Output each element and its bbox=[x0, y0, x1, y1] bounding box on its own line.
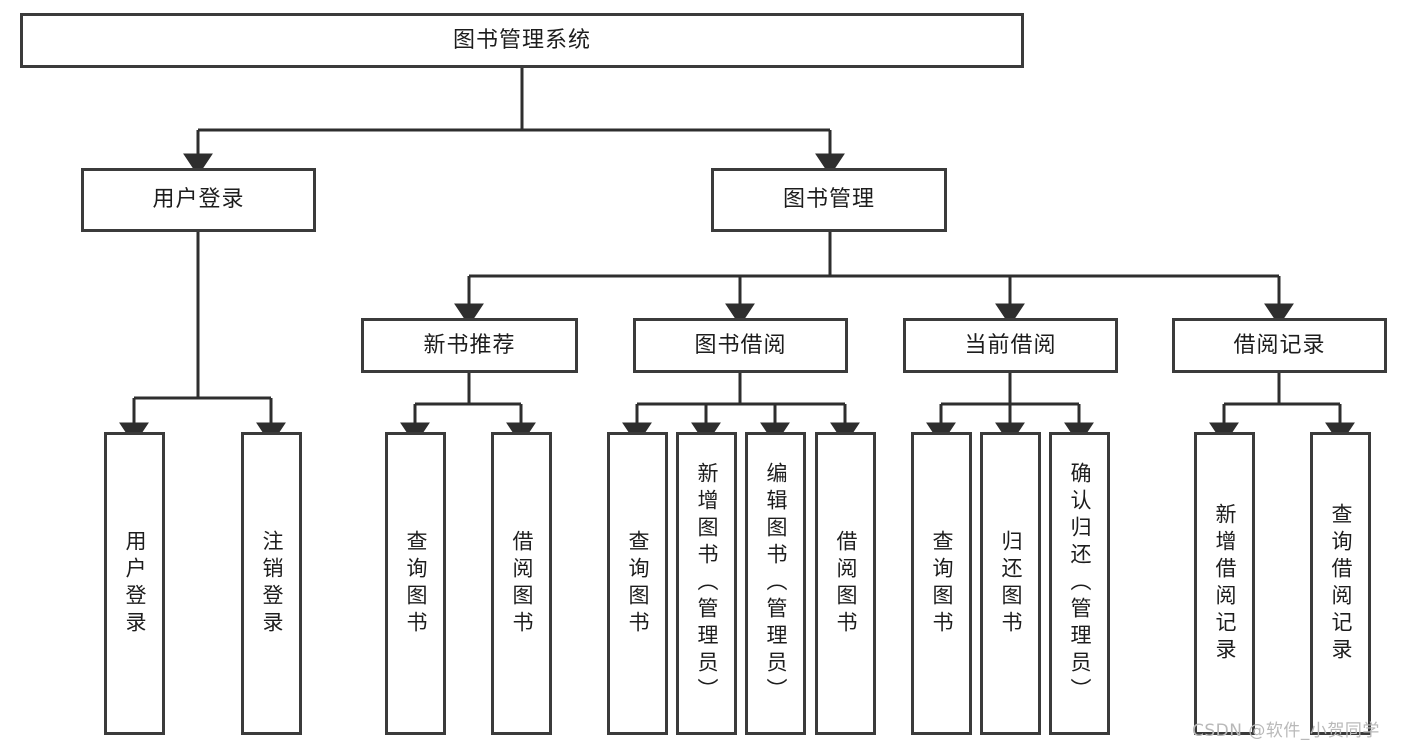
leaf-new-book-borrow[interactable]: 借阅图书 bbox=[491, 432, 552, 735]
node-label: 归还图书 bbox=[999, 529, 1023, 638]
node-label: 图书管理系统 bbox=[452, 27, 591, 53]
leaf-book-borrow-add[interactable]: 新增图书（管理员） bbox=[676, 432, 737, 735]
leaf-book-borrow-borrow[interactable]: 借阅图书 bbox=[815, 432, 876, 735]
node-borrow-record[interactable]: 借阅记录 bbox=[1172, 318, 1387, 373]
node-label: 确认归还（管理员） bbox=[1068, 462, 1092, 705]
leaf-borrow-record-query[interactable]: 查询借阅记录 bbox=[1310, 432, 1371, 735]
node-user-login[interactable]: 用户登录 bbox=[81, 168, 316, 232]
node-label: 查询图书 bbox=[930, 529, 954, 638]
node-label: 当前借阅 bbox=[964, 332, 1057, 358]
node-current-borrow[interactable]: 当前借阅 bbox=[903, 318, 1118, 373]
node-label: 注销登录 bbox=[260, 529, 284, 638]
node-label: 新增图书（管理员） bbox=[695, 462, 719, 705]
leaf-borrow-record-add[interactable]: 新增借阅记录 bbox=[1194, 432, 1255, 735]
node-label: 用户登录 bbox=[152, 187, 245, 213]
node-book-borrow[interactable]: 图书借阅 bbox=[633, 318, 848, 373]
node-label: 查询借阅记录 bbox=[1329, 502, 1353, 665]
leaf-current-borrow-query[interactable]: 查询图书 bbox=[911, 432, 972, 735]
leaf-book-borrow-edit[interactable]: 编辑图书（管理员） bbox=[745, 432, 806, 735]
node-label: 新书推荐 bbox=[423, 332, 516, 358]
leaf-current-borrow-confirm[interactable]: 确认归还（管理员） bbox=[1049, 432, 1110, 735]
leaf-new-book-query[interactable]: 查询图书 bbox=[385, 432, 446, 735]
node-label: 编辑图书（管理员） bbox=[764, 462, 788, 705]
leaf-user-login-logout[interactable]: 注销登录 bbox=[241, 432, 302, 735]
node-label: 借阅图书 bbox=[834, 529, 858, 638]
node-root-system[interactable]: 图书管理系统 bbox=[20, 13, 1024, 68]
node-label: 借阅记录 bbox=[1233, 332, 1326, 358]
node-label: 图书借阅 bbox=[694, 332, 787, 358]
node-label: 查询图书 bbox=[626, 529, 650, 638]
node-label: 借阅图书 bbox=[510, 529, 534, 638]
leaf-book-borrow-query[interactable]: 查询图书 bbox=[607, 432, 668, 735]
node-label: 新增借阅记录 bbox=[1213, 502, 1237, 665]
node-label: 图书管理 bbox=[782, 187, 875, 213]
node-label: 用户登录 bbox=[123, 529, 147, 638]
node-book-management[interactable]: 图书管理 bbox=[711, 168, 947, 232]
node-new-book-recommend[interactable]: 新书推荐 bbox=[361, 318, 578, 373]
node-label: 查询图书 bbox=[404, 529, 428, 638]
leaf-user-login-login[interactable]: 用户登录 bbox=[104, 432, 165, 735]
leaf-current-borrow-return[interactable]: 归还图书 bbox=[980, 432, 1041, 735]
